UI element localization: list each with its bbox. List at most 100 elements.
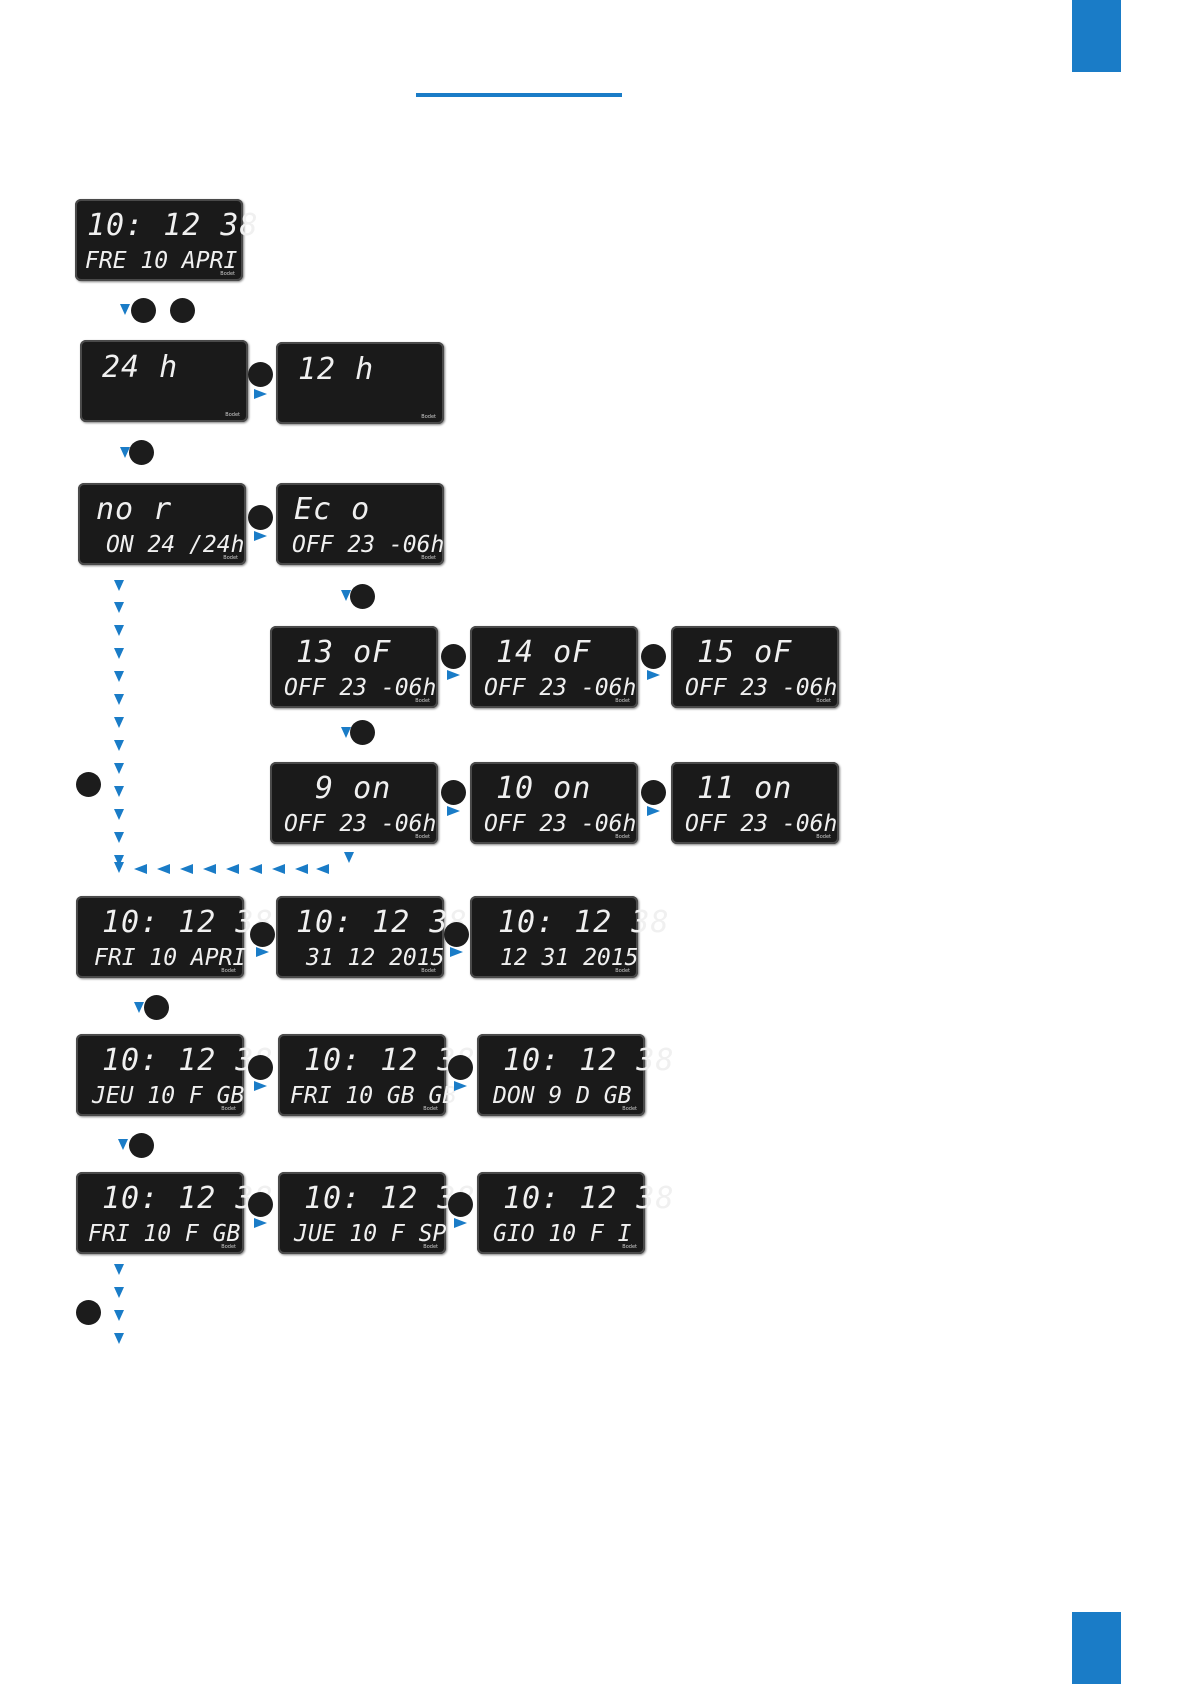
lcd-sel-gio: 10: 12 38 GIO 10 F I Bodet xyxy=(477,1172,674,1254)
lcd-line-hour: 15 oF xyxy=(697,635,793,670)
brand-mark: Bodet xyxy=(816,834,831,840)
section-tab-bottom xyxy=(1072,1612,1121,1684)
lcd-lang-jeu: 10: 12 38 JEU 10 F GB Bodet xyxy=(76,1034,273,1116)
arrow-down xyxy=(114,625,124,636)
lcd-line-time: 10: 12 38 xyxy=(503,1043,675,1078)
lcd-lang-fri: 10: 12 38 FRI 10 GB GB Bodet xyxy=(278,1034,475,1116)
lcd-line-date: DON 9 D GB xyxy=(493,1083,632,1109)
lcd-24h: 24 h Bodet xyxy=(80,340,248,422)
lcd-line-date: FRE 10 APRI xyxy=(85,248,238,274)
button-dot xyxy=(248,505,273,530)
lcd-on-9: 9 on OFF 23 -06h Bodet xyxy=(270,762,438,844)
lcd-line-schedule: OFF 23 -06h xyxy=(685,811,838,837)
arrow-down xyxy=(114,740,124,751)
button-dot xyxy=(248,362,273,387)
arrow-left xyxy=(134,864,147,874)
button-dot xyxy=(641,644,666,669)
lcd-on-11: 11 on OFF 23 -06h Bodet xyxy=(671,762,839,844)
arrow-down xyxy=(114,1264,124,1275)
arrow-left xyxy=(226,864,239,874)
lcd-line-hour: 9 on xyxy=(296,771,392,806)
lcd-line-schedule: OFF 23 -06h xyxy=(484,811,637,837)
brand-mark: Bodet xyxy=(421,968,436,974)
button-dot xyxy=(129,440,154,465)
brand-mark: Bodet xyxy=(415,698,430,704)
lcd-line-time: 10: 12 38 xyxy=(102,1043,274,1078)
lcd-line-date: 31 12 2015 xyxy=(306,945,445,971)
arrow-right xyxy=(647,806,660,816)
arrow-down xyxy=(120,304,130,315)
lcd-line-time: 10: 12 38 xyxy=(503,1181,675,1216)
arrow-left xyxy=(157,864,170,874)
brand-mark: Bodet xyxy=(423,1106,438,1112)
arrow-down xyxy=(114,602,124,613)
lcd-line-hour: 14 oF xyxy=(496,635,592,670)
arrow-down xyxy=(341,590,351,601)
lcd-off-14: 14 oF OFF 23 -06h Bodet xyxy=(470,626,638,708)
lcd-line-mode: 24 h xyxy=(102,350,179,385)
brand-mark: Bodet xyxy=(615,834,630,840)
button-dot xyxy=(129,1133,154,1158)
brand-mark: Bodet xyxy=(816,698,831,704)
arrow-right xyxy=(647,670,660,680)
arrow-down xyxy=(344,852,354,863)
brand-mark: Bodet xyxy=(421,414,436,420)
lcd-line-time: 10: 12 38 xyxy=(498,905,670,940)
brand-mark: Bodet xyxy=(221,1106,236,1112)
lcd-line-hour: 13 oF xyxy=(296,635,392,670)
brand-mark: Bodet xyxy=(221,968,236,974)
arrow-down xyxy=(114,580,124,591)
arrow-down xyxy=(114,786,124,797)
arrow-left xyxy=(249,864,262,874)
lcd-sel-jue: 10: 12 38 JUE 10 F SP Bodet xyxy=(278,1172,475,1254)
lcd-start: 10: 12 38 FRE 10 APRI Bodet xyxy=(75,199,258,281)
arrow-right xyxy=(450,947,463,957)
brand-mark: Bodet xyxy=(615,968,630,974)
lcd-line-time: 10: 12 38 xyxy=(102,905,274,940)
lcd-line-schedule: OFF 23 -06h xyxy=(484,675,637,701)
arrow-right xyxy=(254,389,267,399)
brand-mark: Bodet xyxy=(615,698,630,704)
arrow-down xyxy=(114,763,124,774)
button-dot xyxy=(448,1192,473,1217)
arrow-right xyxy=(254,531,267,541)
arrow-right xyxy=(454,1081,467,1091)
lcd-line-schedule: OFF 23 -06h xyxy=(292,532,445,558)
button-dot xyxy=(441,644,466,669)
arrow-down xyxy=(114,1287,124,1298)
lcd-line-time: 10: 12 38 xyxy=(87,208,259,243)
lcd-line-time: 10: 12 38 xyxy=(296,905,468,940)
arrow-down xyxy=(114,694,124,705)
brand-mark: Bodet xyxy=(622,1106,637,1112)
arrow-down xyxy=(114,717,124,728)
lcd-line-date: GIO 10 F I xyxy=(493,1221,632,1247)
button-dot xyxy=(444,922,469,947)
lcd-line-date: JUE 10 F SP xyxy=(294,1221,447,1247)
button-dot xyxy=(248,1192,273,1217)
button-dot xyxy=(441,780,466,805)
button-dot xyxy=(144,995,169,1020)
arrow-left xyxy=(316,864,329,874)
lcd-date-day: 10: 12 38 FRI 10 APRI Bodet xyxy=(76,896,273,978)
lcd-date-mdy: 10: 12 38 12 31 2015 Bodet xyxy=(470,896,669,978)
lcd-line-mode: no r xyxy=(96,492,173,527)
lcd-line-date: JEU 10 F GB xyxy=(92,1083,245,1109)
lcd-line-schedule: OFF 23 -06h xyxy=(284,811,437,837)
button-dot xyxy=(350,720,375,745)
arrow-down xyxy=(114,862,124,873)
lcd-line-hour: 11 on xyxy=(697,771,793,806)
arrow-right xyxy=(254,1218,267,1228)
arrow-left xyxy=(180,864,193,874)
arrow-down xyxy=(114,832,124,843)
button-dot xyxy=(131,298,156,323)
lcd-line-mode: Ec o xyxy=(294,492,371,527)
arrow-down xyxy=(114,1310,124,1321)
brand-mark: Bodet xyxy=(415,834,430,840)
arrow-down xyxy=(114,648,124,659)
arrow-down xyxy=(114,671,124,682)
button-dot xyxy=(350,584,375,609)
lcd-line-schedule: ON 24 /24h xyxy=(106,532,245,558)
lcd-line-mode: 12 h xyxy=(298,352,375,387)
button-dot xyxy=(76,1300,101,1325)
arrow-left xyxy=(295,864,308,874)
